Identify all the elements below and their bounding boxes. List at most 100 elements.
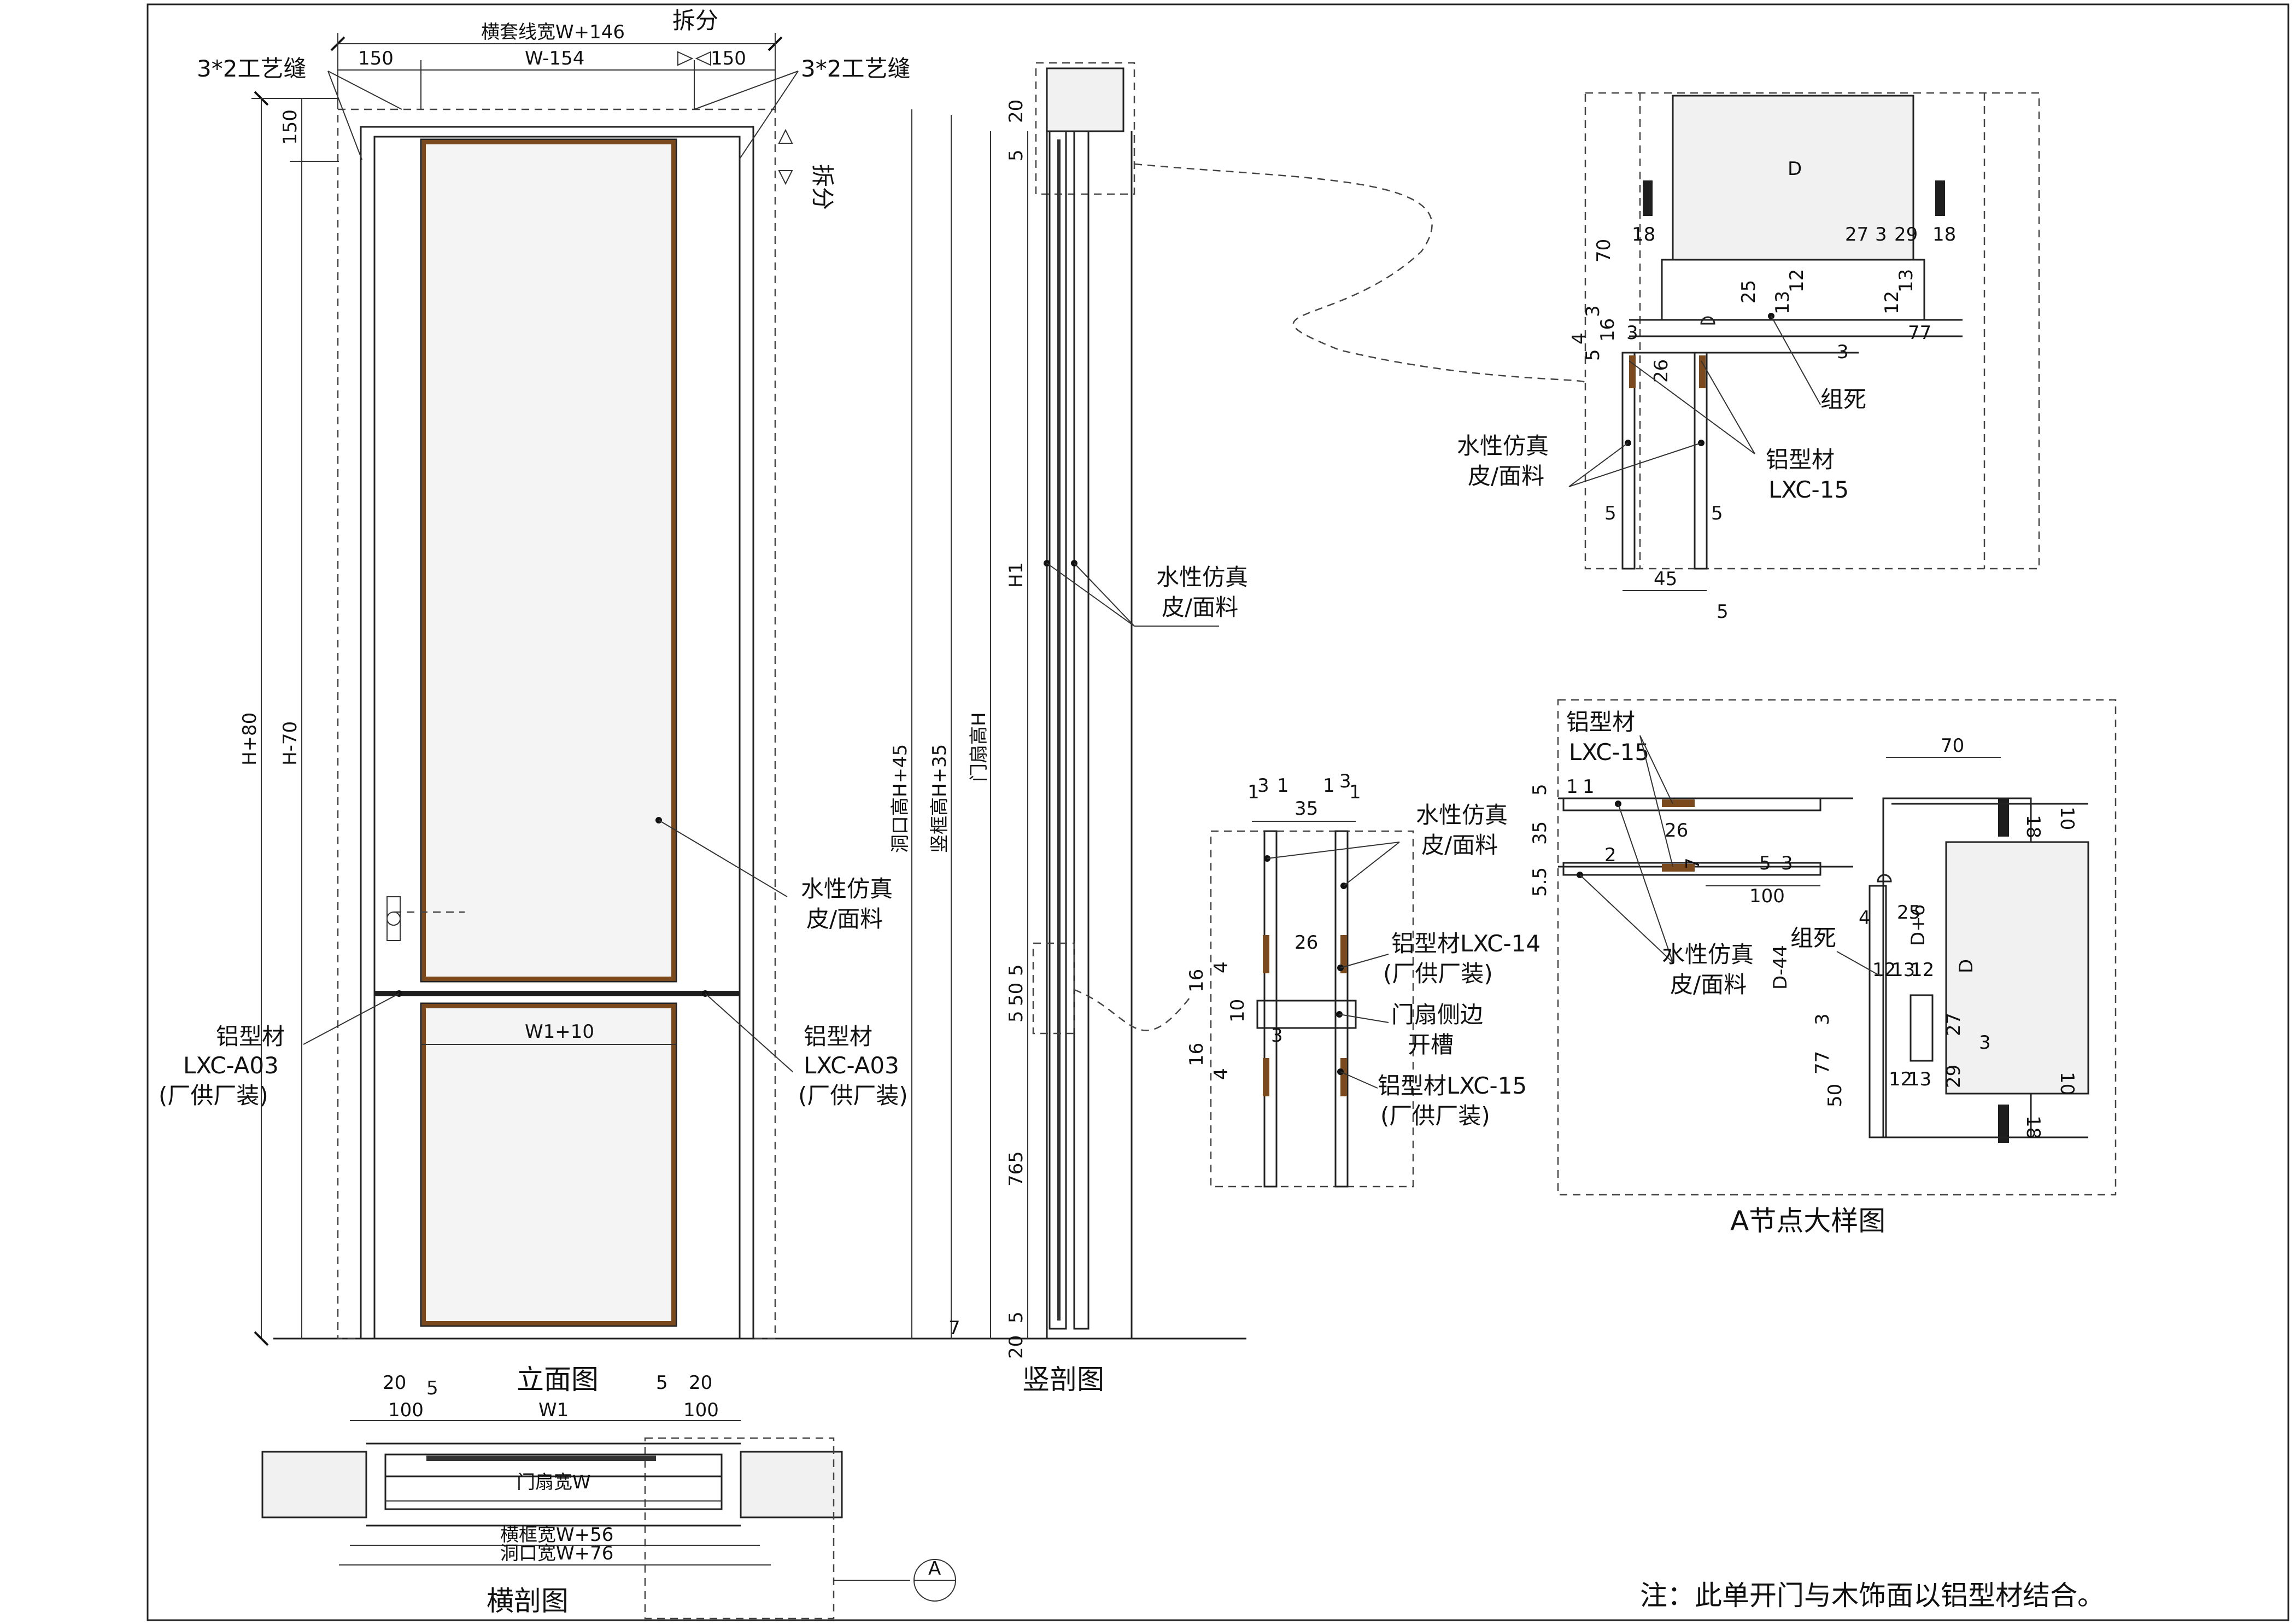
dt-3d: 3 [1837,341,1849,363]
da-1b: 1 [1583,776,1595,798]
da-10b: 10 [2056,1072,2078,1095]
elev-veneer-1: 水性仿真 [801,875,893,902]
dt-5-right: 5 [1711,503,1723,524]
elevation-view: 横套线宽W+146 W-154 150 150 拆分 3*2工艺缝 3*2工艺缝… [159,7,1246,1395]
da-77: 77 [1812,1051,1834,1074]
dm-16b: 16 [1186,1043,1208,1066]
da-7: 7 [1682,857,1704,869]
dm-26: 26 [1295,932,1318,954]
da-12c: 12 [1889,1068,1912,1090]
dim-lower-width: W1+10 [525,1021,594,1043]
da-13b: 13 [1908,1068,1931,1090]
dm-4a: 4 [1210,961,1232,973]
dt-veneer-1: 水性仿真 [1457,433,1549,459]
dt-16: 16 [1597,318,1619,342]
dm-4b: 4 [1210,1068,1232,1080]
da-13a: 13 [1891,959,1915,981]
dt-29: 29 [1894,224,1918,246]
da-5b: 5 [1759,852,1771,874]
dm-veneer-1: 水性仿真 [1416,802,1508,828]
da-27: 27 [1943,1013,1965,1036]
dt-77: 77 [1908,322,1931,344]
dim-vs-5-bot: 5 [1005,1311,1027,1323]
dm-1a: 1 [1277,775,1289,797]
detail-top-view: D 18 18 27 3 29 70 25 13 12 12 13 3 16 5… [1457,92,2040,623]
dim-inner-width: W-154 [525,48,584,69]
dim-765: 765 [1005,1151,1027,1187]
da-100: 100 [1749,885,1785,907]
drawing-note: 注：此单开门与木饰面以铝型材结合。 [1640,1580,2105,1611]
dm-1c: 1 [1247,781,1260,803]
dm-alu14-1: 铝型材LXC-14 [1391,930,1541,957]
dm-groove-2: 开槽 [1408,1031,1454,1058]
hs-dim-20-right: 20 [689,1372,712,1394]
hs-dim-5-right: 5 [656,1372,668,1394]
da-alu-1: 铝型材 [1566,709,1635,735]
dt-13: 13 [1772,291,1794,314]
elev-alu-right-1: 铝型材 [804,1023,872,1050]
elev-alu-left-2: LXC-A03 [183,1052,279,1079]
split-label-top: 拆分 [672,7,718,34]
detail-a-view: 70 18 10 5 35 1 1 26 5.5 2 7 5 3 100 25 … [1529,699,2117,1237]
vertical-section-title: 竖剖图 [1022,1364,1104,1395]
dim-frame-height: 竖框高H+35 [929,744,951,853]
horizontal-section-view: 20 100 5 W1 5 20 100 门扇宽W 横框宽W+56 洞口宽W+7… [261,1372,956,1620]
dim-vs-20-bot: 20 [1005,1335,1027,1359]
craft-joint-right: 3*2工艺缝 [801,55,910,82]
dim-right-150: 150 [711,48,746,69]
elev-alu-left-3: (厂供厂装) [159,1082,268,1109]
elev-alu-left-1: 铝型材 [216,1023,285,1050]
dt-12: 12 [1786,269,1808,293]
dt-4: 4 [1568,332,1590,344]
dt-alu-2: LXC-15 [1768,476,1849,503]
dim-leaf-height: 门扇高H [968,712,990,782]
vs-veneer-1: 水性仿真 [1156,564,1248,591]
vertical-section-view: 洞口高H+45 竖框高H+35 门扇高H H1 765 20 5 5 50 5 … [889,62,1586,1395]
elevation-title: 立面图 [517,1364,599,1395]
da-26: 26 [1665,820,1688,842]
da-12b: 12 [1911,959,1934,981]
dim-opening-height: 洞口高H+45 [889,744,911,853]
hs-dim-100-left: 100 [388,1399,424,1421]
dm-3b: 3 [1339,770,1351,792]
dm-3a: 3 [1257,775,1269,797]
da-18b: 18 [2022,1115,2044,1139]
hs-dim-opening-width: 洞口宽W+76 [500,1543,613,1564]
da-35: 35 [1529,821,1551,845]
dt-alu-1: 铝型材 [1766,446,1835,473]
hs-dim-frame-width: 横框宽W+56 [500,1524,613,1546]
dt-5a: 5 [1582,349,1604,361]
dt-veneer-2: 皮/面料 [1468,463,1544,489]
dt-12b: 12 [1881,291,1903,314]
da-alu-2: LXC-15 [1569,739,1649,766]
sheet-border [147,3,2289,1621]
dt-d: D [1788,158,1802,180]
da-10a: 10 [2056,807,2078,830]
dt-25: 25 [1738,280,1760,303]
dt-3b: 3 [1582,305,1604,317]
horizontal-section-title: 横剖图 [487,1585,569,1617]
da-veneer-1: 水性仿真 [1662,941,1754,968]
da-50: 50 [1824,1084,1846,1107]
hs-dim-5-left: 5 [426,1377,438,1399]
da-2: 2 [1604,844,1616,866]
split-label-side: 拆分 [809,164,836,210]
da-5.5: 5.5 [1529,867,1551,897]
dt-18-left: 18 [1632,224,1655,246]
craft-joint-left: 3*2工艺缝 [197,55,306,82]
dt-assembly: 组死 [1820,386,1866,413]
dm-veneer-2: 皮/面料 [1421,832,1498,858]
da-18a: 18 [2022,815,2044,838]
dim-left-150: 150 [358,48,394,69]
dim-top-150: 150 [279,109,301,145]
dim-h1: H1 [1005,562,1027,588]
da-veneer-2: 皮/面料 [1670,971,1747,998]
dm-alu15-2: (厂供厂装) [1380,1102,1490,1129]
dim-height-outer: H+80 [239,712,261,766]
elev-alu-right-2: LXC-A03 [804,1052,899,1079]
da-12a: 12 [1872,959,1896,981]
da-assembly: 组死 [1790,925,1836,951]
hs-dim-w1: W1 [538,1399,569,1421]
dm-alu15-1: 铝型材LXC-15 [1378,1072,1527,1099]
